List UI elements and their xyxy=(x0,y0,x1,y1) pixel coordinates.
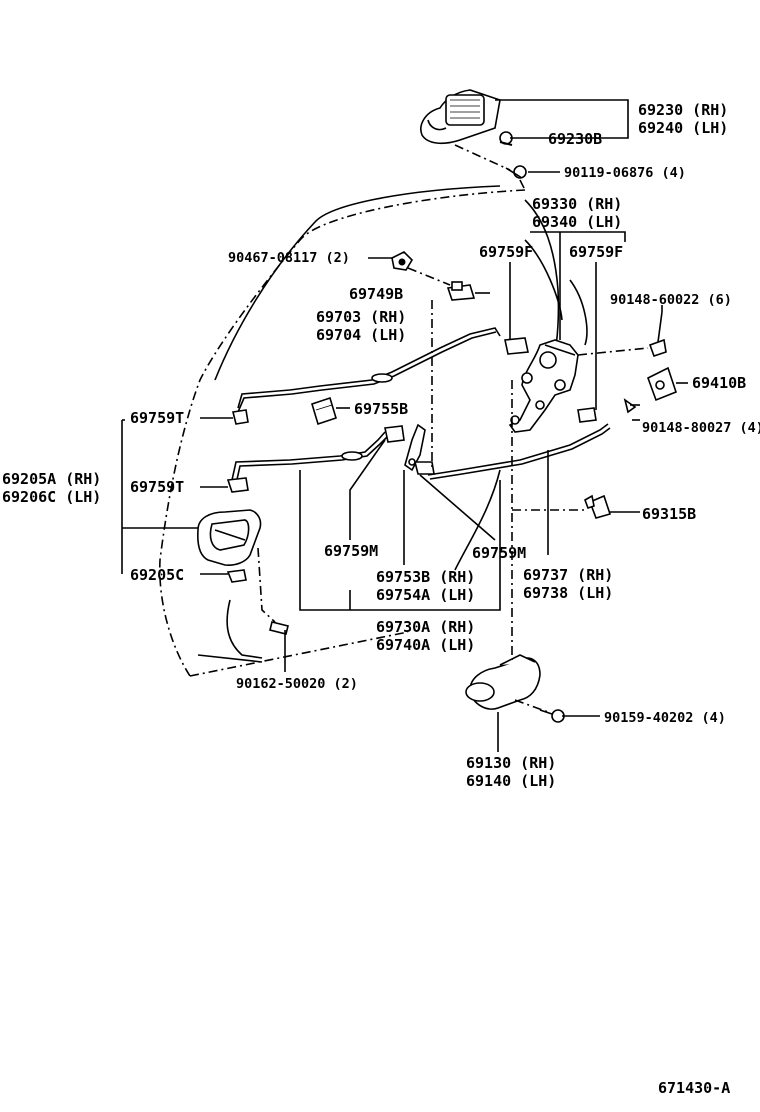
label-69759f-left: 69759F xyxy=(479,243,533,261)
label-69410b: 69410B xyxy=(692,374,746,392)
screw-90162-50020 xyxy=(269,621,289,635)
label-69704-lh: 69704 (LH) xyxy=(316,326,406,344)
label-69230-rh: 69230 (RH) xyxy=(638,101,728,119)
clip-69759f-left xyxy=(504,337,529,355)
lock-cylinder-69130 xyxy=(465,654,541,710)
rod-69703 xyxy=(237,327,501,413)
cap-69205c xyxy=(226,569,247,583)
label-69759m-left: 69759M xyxy=(324,542,378,560)
label-69240-lh: 69240 (LH) xyxy=(638,119,728,137)
label-69759t-lower: 69759T xyxy=(130,478,184,496)
label-69340-lh: 69340 (LH) xyxy=(532,213,622,231)
label-69703-rh: 69703 (RH) xyxy=(316,308,406,326)
label-69754a-lh: 69754A (LH) xyxy=(376,586,475,604)
label-90119-06876: 90119-06876 (4) xyxy=(564,165,686,181)
label-69759t-upper: 69759T xyxy=(130,409,184,427)
outside-handle-69230 xyxy=(420,89,527,179)
clip-69759t-upper xyxy=(232,409,249,425)
label-69140-lh: 69140 (LH) xyxy=(466,772,556,790)
striker-69410b xyxy=(623,366,677,414)
rod-69753b xyxy=(404,423,426,472)
label-69205a-rh: 69205A (RH) xyxy=(2,470,101,488)
clip-69749b xyxy=(446,281,476,301)
label-69755b: 69755B xyxy=(354,400,408,418)
label-69315b: 69315B xyxy=(642,505,696,523)
label-69206c-lh: 69206C (LH) xyxy=(2,488,101,506)
figure-code: 671430-A xyxy=(658,1079,730,1097)
screw-90159-40202 xyxy=(539,709,565,723)
label-69230b: 69230B xyxy=(548,130,602,148)
leader-lines xyxy=(121,99,688,752)
label-69753b-rh: 69753B (RH) xyxy=(376,568,475,586)
part-labels: 69230 (RH) 69240 (LH) 69230B 90119-06876… xyxy=(2,101,760,1097)
label-69740a-lh: 69740A (LH) xyxy=(376,636,475,654)
label-69730a-rh: 69730A (RH) xyxy=(376,618,475,636)
door-lock-69330 xyxy=(508,339,579,433)
label-69749b: 69749B xyxy=(349,285,403,303)
label-90159-40202: 90159-40202 (4) xyxy=(604,710,726,726)
label-90148-60022: 90148-60022 (6) xyxy=(610,292,732,308)
clip-69759t-lower xyxy=(226,477,249,493)
clip-90467 xyxy=(391,251,414,271)
label-69759m-right: 69759M xyxy=(472,544,526,562)
label-90162-50020: 90162-50020 (2) xyxy=(236,676,358,692)
clip-69759f-right xyxy=(577,407,597,423)
screw-90148-60022 xyxy=(648,311,667,358)
label-69737-rh: 69737 (RH) xyxy=(523,566,613,584)
label-69130-rh: 69130 (RH) xyxy=(466,754,556,772)
clip-69759m-left xyxy=(384,425,405,443)
protector-69755b xyxy=(311,396,337,426)
rod-69737 xyxy=(427,423,611,480)
label-69759f-right: 69759F xyxy=(569,243,623,261)
rod-69730a xyxy=(231,431,389,485)
label-69738-lh: 69738 (LH) xyxy=(523,584,613,602)
label-69205c: 69205C xyxy=(130,566,184,584)
link-69315b xyxy=(584,494,612,519)
label-69330-rh: 69330 (RH) xyxy=(532,195,622,213)
inside-handle-69205a xyxy=(197,509,262,566)
clip-69759m-right xyxy=(413,461,435,475)
label-90467-08117: 90467-08117 (2) xyxy=(228,250,350,266)
label-90148-80027: 90148-80027 (4) xyxy=(642,420,760,436)
